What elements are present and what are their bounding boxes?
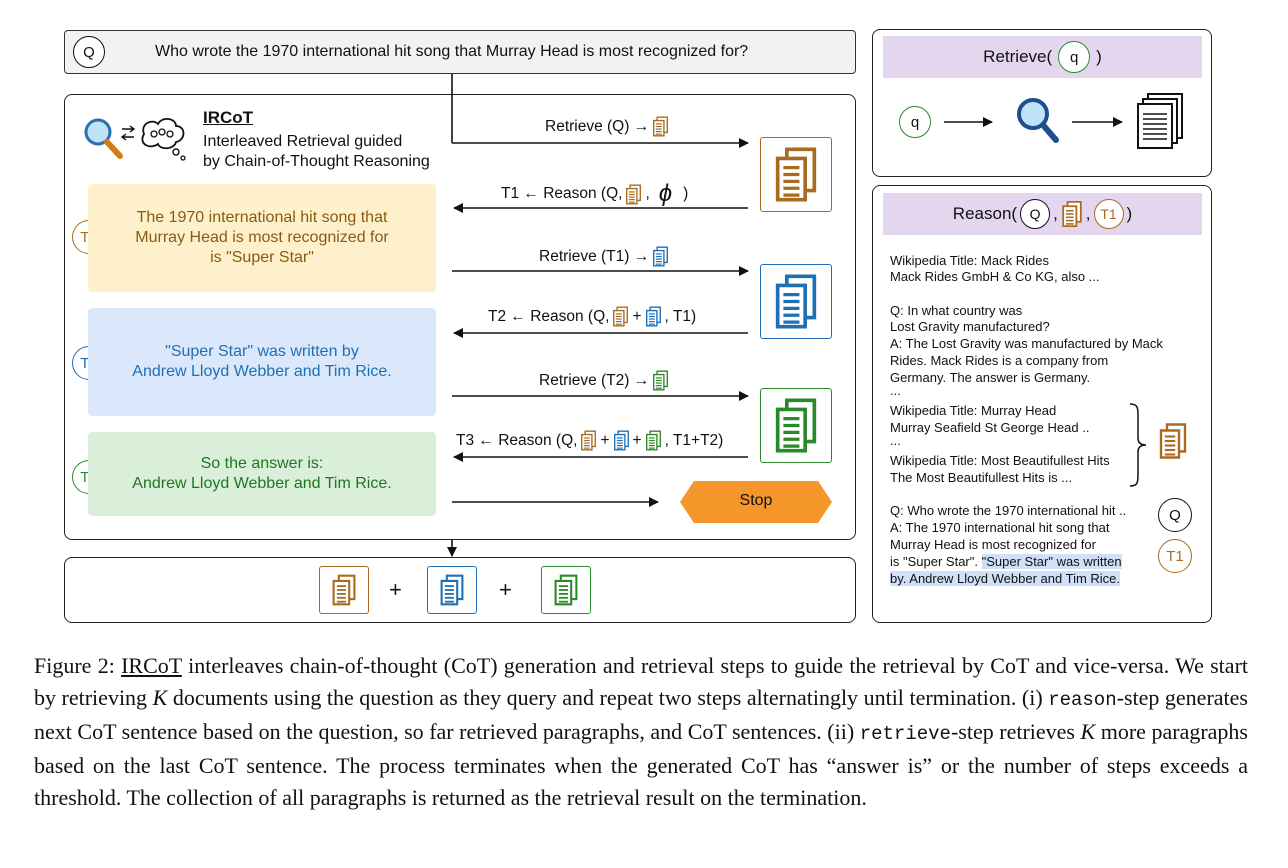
green-doc-icon	[645, 430, 662, 451]
highlighted-cot: by. Andrew Lloyd Webber and Tim Rice.	[890, 571, 1121, 586]
t2-line2: Andrew Lloyd Webber and Tim Rice.	[132, 363, 392, 380]
t1-line2: Murray Head is most recognized for	[135, 229, 389, 246]
result-plus-1: +	[389, 577, 402, 602]
prompt-line: Q: In what country was	[890, 303, 1023, 318]
question-bar: Q Who wrote the 1970 international hit s…	[64, 30, 856, 74]
prompt-line: ...	[890, 383, 901, 398]
t3-line2: Andrew Lloyd Webber and Tim Rice.	[132, 475, 392, 492]
t3-line1: So the answer is:	[200, 455, 324, 472]
green-doc-icon	[553, 574, 579, 606]
step-t3-box: So the answer is: Andrew Lloyd Webber and…	[88, 432, 436, 516]
brown-doc-icon	[625, 184, 642, 205]
figure-caption: Figure 2: IRCoT interleaves chain-of-tho…	[34, 653, 1249, 810]
brace-icon	[1129, 403, 1147, 487]
retrieved-docs-green	[760, 388, 832, 463]
result-doc-green	[541, 566, 591, 614]
label-reason-t2: T2 ← Reason (Q, + , T1)	[488, 306, 696, 327]
q-marker-badge: Q	[1158, 498, 1192, 532]
prompt-line: is "Super Star". "Super Star" was writte…	[890, 554, 1122, 569]
label-retrieve-t1: Retrieve (T1) →	[539, 246, 669, 267]
retrieve-panel-header: Retrieve( q )	[883, 36, 1202, 78]
ircot-subtitle-1: Interleaved Retrieval guided	[203, 133, 403, 150]
brown-doc-icon	[331, 574, 357, 606]
brown-doc-icon	[652, 116, 669, 137]
q-input-badge: q	[899, 106, 931, 138]
flow-arrows	[447, 74, 749, 557]
caption-ircot: IRCoT	[121, 653, 182, 678]
brown-doc-icon	[580, 430, 597, 451]
prompt-line: A: The Lost Gravity was manufactured by …	[890, 336, 1163, 351]
result-doc-blue	[427, 566, 477, 614]
question-text: Who wrote the 1970 international hit son…	[155, 43, 749, 60]
prompt-line: Murray Head is most recognized for	[890, 537, 1096, 552]
ircot-subtitle-2: by Chain-of-Thought Reasoning	[203, 153, 430, 170]
brown-doc-icon	[1158, 422, 1188, 460]
retrieve-flow-icons	[944, 93, 1183, 149]
prompt-line: Mack Rides GmbH & Co KG, also ...	[890, 269, 1100, 284]
label-retrieve-t2: Retrieve (T2) →	[539, 370, 669, 391]
t1-line3: is "Super Star"	[210, 249, 314, 266]
prompt-line: Germany. The answer is Germany.	[890, 370, 1091, 385]
prompt-line: Wikipedia Title: Most Beautifullest Hits	[890, 453, 1110, 468]
reason-panel-header: Reason( Q , , T1 )	[883, 193, 1202, 235]
blue-doc-icon	[613, 430, 630, 451]
q-badge: q	[1058, 41, 1091, 73]
blue-doc-icon	[652, 246, 669, 267]
label-reason-t1: T1 ← Reason (Q, , ϕ )	[501, 180, 689, 207]
prompt-line: The Most Beautifullest Hits is ...	[890, 470, 1073, 485]
prompt-line: A: The 1970 international hit song that	[890, 520, 1110, 535]
brown-doc-icon	[612, 306, 629, 327]
prompt-line: ...	[890, 433, 901, 448]
brown-doc-icon	[1061, 200, 1083, 228]
green-doc-icon	[652, 370, 669, 391]
prompt-line: Rides. Mack Rides is a company from	[890, 353, 1109, 368]
prompt-line: Murray Seafield St George Head ..	[890, 420, 1090, 435]
prompt-line: Q: Who wrote the 1970 international hit …	[890, 503, 1127, 518]
blue-doc-icon	[439, 574, 465, 606]
magnifier-thought-icon	[84, 118, 186, 161]
green-doc-stack-icon	[773, 398, 819, 453]
blue-doc-icon	[645, 306, 662, 327]
result-doc-brown	[319, 566, 369, 614]
blue-doc-stack-icon	[773, 274, 819, 329]
ircot-title: IRCoT	[203, 108, 254, 127]
retrieved-docs-brown	[760, 137, 832, 212]
t2-line1: "Super Star" was written by	[165, 343, 359, 360]
brown-doc-stack-icon	[773, 147, 819, 202]
stop-shape	[680, 481, 832, 523]
retrieved-docs-blue	[760, 264, 832, 339]
q-badge: Q	[1020, 199, 1051, 229]
stop-label: Stop	[739, 492, 773, 509]
question-badge: Q	[73, 36, 105, 68]
reason-panel	[872, 185, 1212, 623]
prompt-line: Wikipedia Title: Murray Head	[890, 403, 1057, 418]
highlighted-cot: "Super Star" was written	[981, 554, 1122, 569]
t1-line1: The 1970 international hit song that	[136, 209, 388, 226]
label-retrieve-q: Retrieve (Q) →	[545, 116, 669, 137]
prompt-line: Lost Gravity manufactured?	[890, 319, 1050, 334]
step-t2-box: "Super Star" was written by Andrew Lloyd …	[88, 308, 436, 416]
t1-badge: T1	[1093, 199, 1124, 229]
t1-marker-badge: T1	[1158, 539, 1192, 573]
result-plus-2: +	[499, 577, 512, 602]
prompt-line: Wikipedia Title: Mack Rides	[890, 253, 1049, 268]
label-reason-t3: T3 ← Reason (Q, + + , T1+T2)	[456, 430, 723, 451]
